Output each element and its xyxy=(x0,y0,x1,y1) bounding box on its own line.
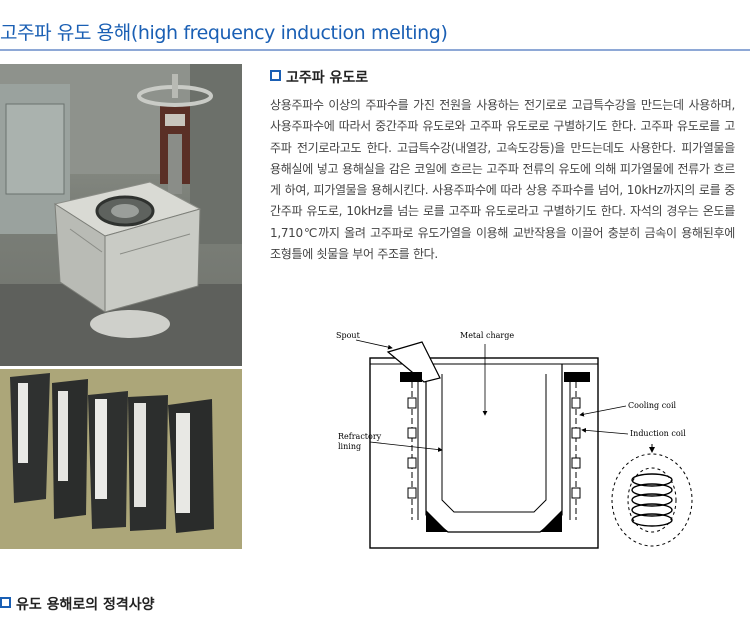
refractory-label-line1: Refractory xyxy=(338,432,382,441)
refractory-label-line2: lining xyxy=(338,442,361,451)
furnace-photo-drawing xyxy=(0,64,242,366)
description-paragraph: 상용주파수 이상의 주파수를 가진 전원을 사용하는 전기로로 고급특수강을 만… xyxy=(270,98,735,262)
square-bullet-icon xyxy=(270,70,281,81)
furnace-diagram-svg: Spout Metal charge Cooling coil Inductio… xyxy=(336,331,693,549)
furnace-diagram: Spout Metal charge Cooling coil Inductio… xyxy=(330,320,705,558)
square-bullet-icon xyxy=(0,597,11,608)
spout-label: Spout xyxy=(336,331,361,340)
cooling-coil-label: Cooling coil xyxy=(628,401,677,410)
induction-coil-label: Induction coil xyxy=(630,429,686,438)
induction-coil-illustration xyxy=(611,444,693,547)
furnace-photo xyxy=(0,64,242,366)
section-heading-text: 고주파 유도로 xyxy=(286,70,369,86)
page-title: 고주파 유도 용해(high frequency induction melti… xyxy=(0,22,448,44)
title-divider xyxy=(0,49,750,51)
section-heading: 고주파 유도로 xyxy=(270,67,368,87)
metal-charge-label: Metal charge xyxy=(460,331,514,340)
spec-heading: 유도 용해로의 정격사양 xyxy=(0,594,155,614)
ingots-photo-drawing xyxy=(0,369,242,549)
spec-heading-text: 유도 용해로의 정격사양 xyxy=(16,597,155,613)
ingots-photo xyxy=(0,369,242,549)
